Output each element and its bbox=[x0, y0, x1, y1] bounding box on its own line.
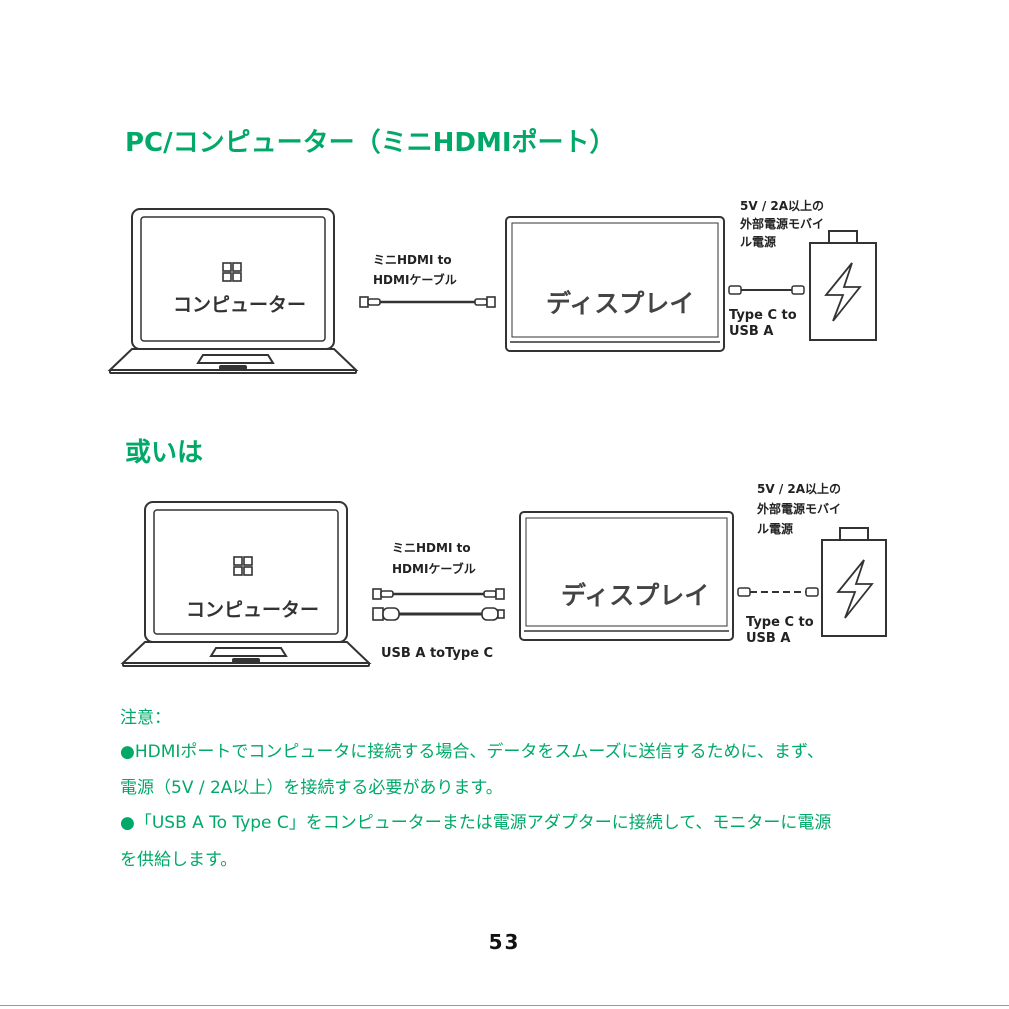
cable-label-line-2: HDMIケーブル bbox=[373, 273, 457, 287]
power-label-line-2: 外部電源モバイ bbox=[740, 217, 825, 231]
power-label-line-3: ル電源 bbox=[757, 522, 794, 536]
connection-diagram-1: コンピューター ミニHDMI to HDMIケーブル ディスプレイ 5V / 2… bbox=[0, 195, 1009, 385]
section-heading-pc: PC/コンピューター（ミニHDMIポート） bbox=[125, 128, 616, 158]
note-line-3: ●「USB A To Type C」をコンピューターまたは電源アダプターに接続し… bbox=[120, 813, 832, 833]
cable-label-line-1: ミニHDMI to bbox=[373, 253, 452, 267]
note-line-1: ●HDMIポートでコンピュータに接続する場合、データをスムーズに送信するために、… bbox=[120, 742, 824, 762]
battery-icon bbox=[809, 230, 877, 341]
diagram-1-graphics bbox=[107, 208, 877, 374]
windows-logo-icon bbox=[233, 556, 253, 576]
page-number: 53 bbox=[488, 930, 521, 954]
notes-title: 注意： bbox=[120, 708, 171, 728]
laptop-label: コンピューター bbox=[173, 294, 307, 316]
power-label-line-1: 5V / 2A以上の bbox=[740, 199, 825, 213]
bottom-rule bbox=[0, 1005, 1009, 1006]
note-line-4: を供給します。 bbox=[120, 850, 238, 870]
section-heading-or: 或いは bbox=[125, 438, 204, 468]
usb-cable-icon bbox=[728, 285, 805, 295]
battery-icon bbox=[821, 527, 887, 637]
hdmi-cable-icon bbox=[359, 296, 496, 308]
windows-logo-icon bbox=[222, 262, 242, 282]
display-icon bbox=[505, 216, 725, 352]
display-label: ディスプレイ bbox=[561, 581, 710, 610]
usb-cable-icon bbox=[737, 587, 819, 597]
usb-label-line-2: USB A bbox=[729, 324, 774, 339]
power-label-line-2: 外部電源モバイ bbox=[757, 502, 842, 516]
connection-diagram-2: コンピューター ミニHDMI to HDMIケーブル USB A toType … bbox=[0, 480, 1009, 680]
cable-label-line-2: HDMIケーブル bbox=[392, 562, 476, 576]
display-label: ディスプレイ bbox=[546, 289, 695, 318]
usb-label-line-2: USB A bbox=[746, 631, 791, 646]
power-label-line-1: 5V / 2A以上の bbox=[757, 482, 842, 496]
laptop-icon bbox=[120, 501, 372, 667]
cable-label-line-1: ミニHDMI to bbox=[392, 541, 471, 555]
usb-a-to-type-c-cable-icon bbox=[372, 607, 505, 621]
diagram-2-graphics bbox=[120, 501, 887, 667]
note-line-2: 電源（5V / 2A以上）を接続する必要があります。 bbox=[120, 778, 503, 798]
display-icon bbox=[519, 511, 734, 641]
hdmi-cable-icon bbox=[372, 588, 505, 600]
cable-label-line-3: USB A toType C bbox=[381, 646, 494, 661]
usb-label-line-1: Type C to bbox=[729, 308, 797, 323]
laptop-label: コンピューター bbox=[186, 599, 320, 621]
power-label-line-3: ル電源 bbox=[740, 235, 777, 249]
usb-label-line-1: Type C to bbox=[746, 615, 814, 630]
